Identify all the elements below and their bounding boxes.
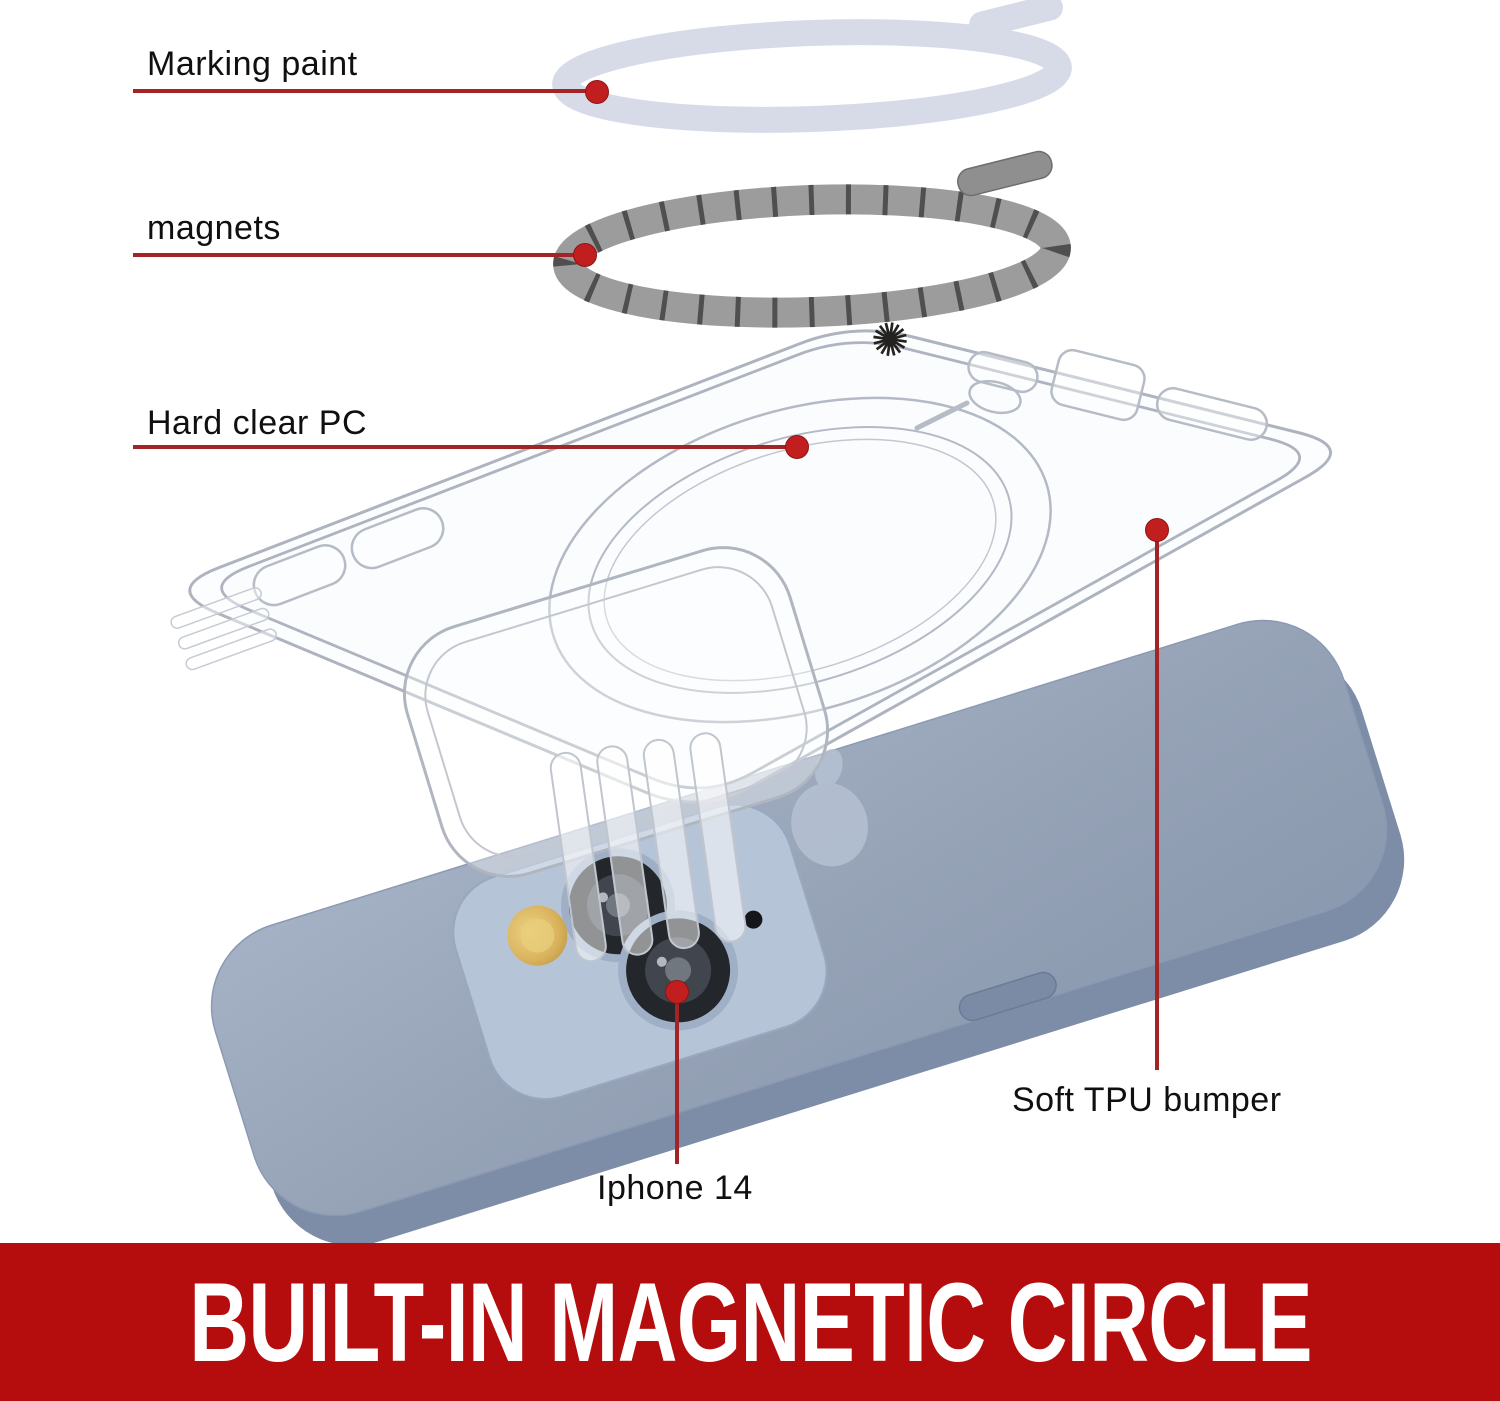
- case-tpu-grip-ribs: [549, 732, 747, 963]
- marking-paint-align-bar: [969, 0, 1063, 38]
- marking-paint-leader-line: [133, 89, 597, 93]
- magnets-leader-line: [133, 253, 585, 257]
- magnet-ring: [553, 150, 1071, 328]
- magnets-leader-dot: [573, 243, 597, 267]
- camera-flash: [507, 905, 568, 966]
- phone-side-button: [958, 971, 1057, 1022]
- soft-tpu-leader-dot: [1145, 518, 1169, 542]
- case-button-cutouts-left: [252, 507, 445, 607]
- clear-case: ✺: [170, 311, 1332, 963]
- case-corner-bumper-ridges: [170, 587, 277, 671]
- iphone-leader-line: [675, 992, 679, 1164]
- soft-tpu-bumper-label: Soft TPU bumper: [1012, 1081, 1282, 1119]
- punkcase-sun-logo: ✺: [867, 311, 913, 370]
- marking-paint-ring: [552, 0, 1072, 133]
- iphone-leader-dot: [665, 980, 689, 1004]
- marking-paint-label: Marking paint: [147, 45, 358, 83]
- magsafe-circle: [548, 396, 1052, 724]
- hard-clear-pc-label: Hard clear PC: [147, 404, 368, 442]
- sim-eject-tool: [914, 379, 1022, 431]
- hard-clear-pc-leader-line: [133, 445, 797, 449]
- soft-tpu-leader-line: [1155, 530, 1159, 1070]
- magnet-align-bar: [957, 150, 1053, 197]
- case-cutouts-top-edge: [967, 348, 1269, 441]
- iphone-14-label: Iphone 14: [597, 1169, 753, 1207]
- magnet-segments: [553, 184, 1071, 328]
- headline-banner: BUILT-IN MAGNETIC CIRCLE: [0, 1243, 1500, 1401]
- camera-mic-dot: [744, 910, 763, 929]
- magnets-label: magnets: [147, 209, 281, 247]
- hard-clear-pc-leader-dot: [785, 435, 809, 459]
- marking-paint-leader-dot: [585, 80, 609, 104]
- headline-banner-text: BUILT-IN MAGNETIC CIRCLE: [188, 1259, 1312, 1385]
